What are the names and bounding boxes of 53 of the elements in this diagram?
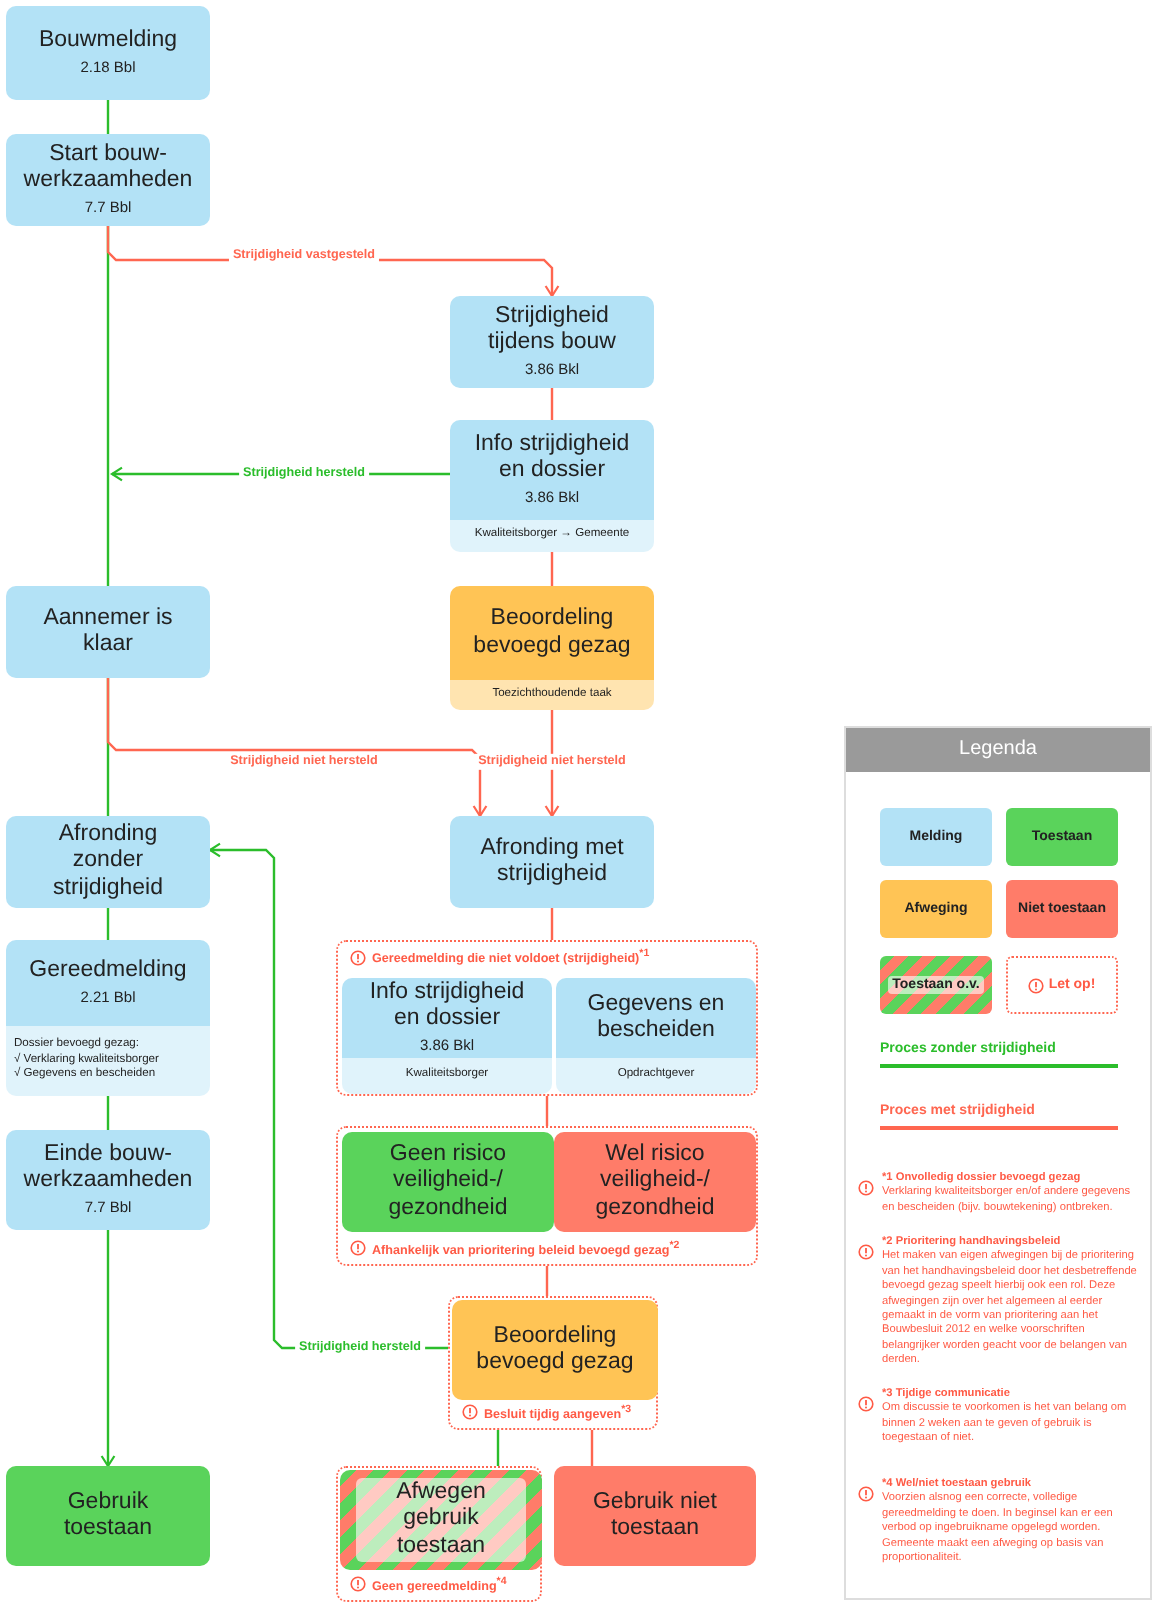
outcome-box xyxy=(554,1132,756,1232)
node-title: Afwegen gebruik toestaan xyxy=(356,1478,526,1562)
node-title: Einde bouw- werkzaamheden xyxy=(22,1141,194,1195)
outcome-box xyxy=(342,1132,554,1232)
node-title: Bouwmelding xyxy=(38,28,178,55)
connector-line xyxy=(550,908,554,940)
connector-line xyxy=(496,1430,500,1466)
connector-line xyxy=(106,908,110,940)
node-title: Info strijdigheid en dossier xyxy=(367,979,527,1033)
attention-frame xyxy=(336,1126,758,1266)
connector-line xyxy=(590,1430,594,1466)
connector-line xyxy=(550,552,554,586)
decision-box xyxy=(452,1300,658,1400)
process-box xyxy=(6,6,210,100)
arrow xyxy=(100,1230,116,1468)
node-title: Gegevens en bescheiden xyxy=(585,991,727,1045)
node-title: Info strijdigheid en dossier xyxy=(472,431,632,485)
node-title: Gebruik toestaan xyxy=(61,1489,155,1543)
node-title: Strijdigheid tijdens bouw xyxy=(486,303,618,357)
node-title: Aannemer is klaar xyxy=(41,605,175,659)
node-title: Wel risico veiligheid-/ gezondheid xyxy=(593,1142,717,1222)
outcome-box xyxy=(554,1466,756,1566)
arrow xyxy=(106,678,488,818)
connector-line xyxy=(550,388,554,420)
connector-line xyxy=(106,1096,110,1130)
node-title: Gebruik niet toestaan xyxy=(590,1489,719,1543)
process-box xyxy=(342,978,552,1094)
process-box xyxy=(6,586,210,678)
node-title: Afronding zonder strijdigheid xyxy=(51,822,165,902)
process-box xyxy=(556,978,756,1094)
legend-title: Legenda xyxy=(846,728,1150,772)
node-title: Start bouw- werkzaamheden xyxy=(22,141,194,195)
node-title: Beoordeling bevoegd gezag xyxy=(474,1323,636,1377)
process-box xyxy=(6,940,210,1096)
outcome-box xyxy=(340,1470,542,1570)
node-title: Afronding met strijdigheid xyxy=(478,835,626,889)
process-box xyxy=(6,134,210,226)
process-box xyxy=(450,420,654,552)
process-box xyxy=(450,816,654,908)
attention-frame xyxy=(336,940,758,1096)
attention-frame xyxy=(448,1296,658,1430)
connector-line xyxy=(106,100,110,134)
outcome-box xyxy=(6,1466,210,1566)
node-title: Geen risico veiligheid-/ gezondheid xyxy=(386,1142,510,1222)
process-box xyxy=(6,816,210,908)
node-title: Gereedmelding xyxy=(29,958,187,985)
node-title: Beoordeling bevoegd gezag xyxy=(471,606,633,660)
connector-line xyxy=(545,1096,549,1126)
process-box xyxy=(6,1130,210,1230)
decision-box xyxy=(450,586,654,710)
attention-frame xyxy=(336,1466,542,1602)
connector-line xyxy=(545,1266,549,1296)
process-box xyxy=(450,296,654,388)
